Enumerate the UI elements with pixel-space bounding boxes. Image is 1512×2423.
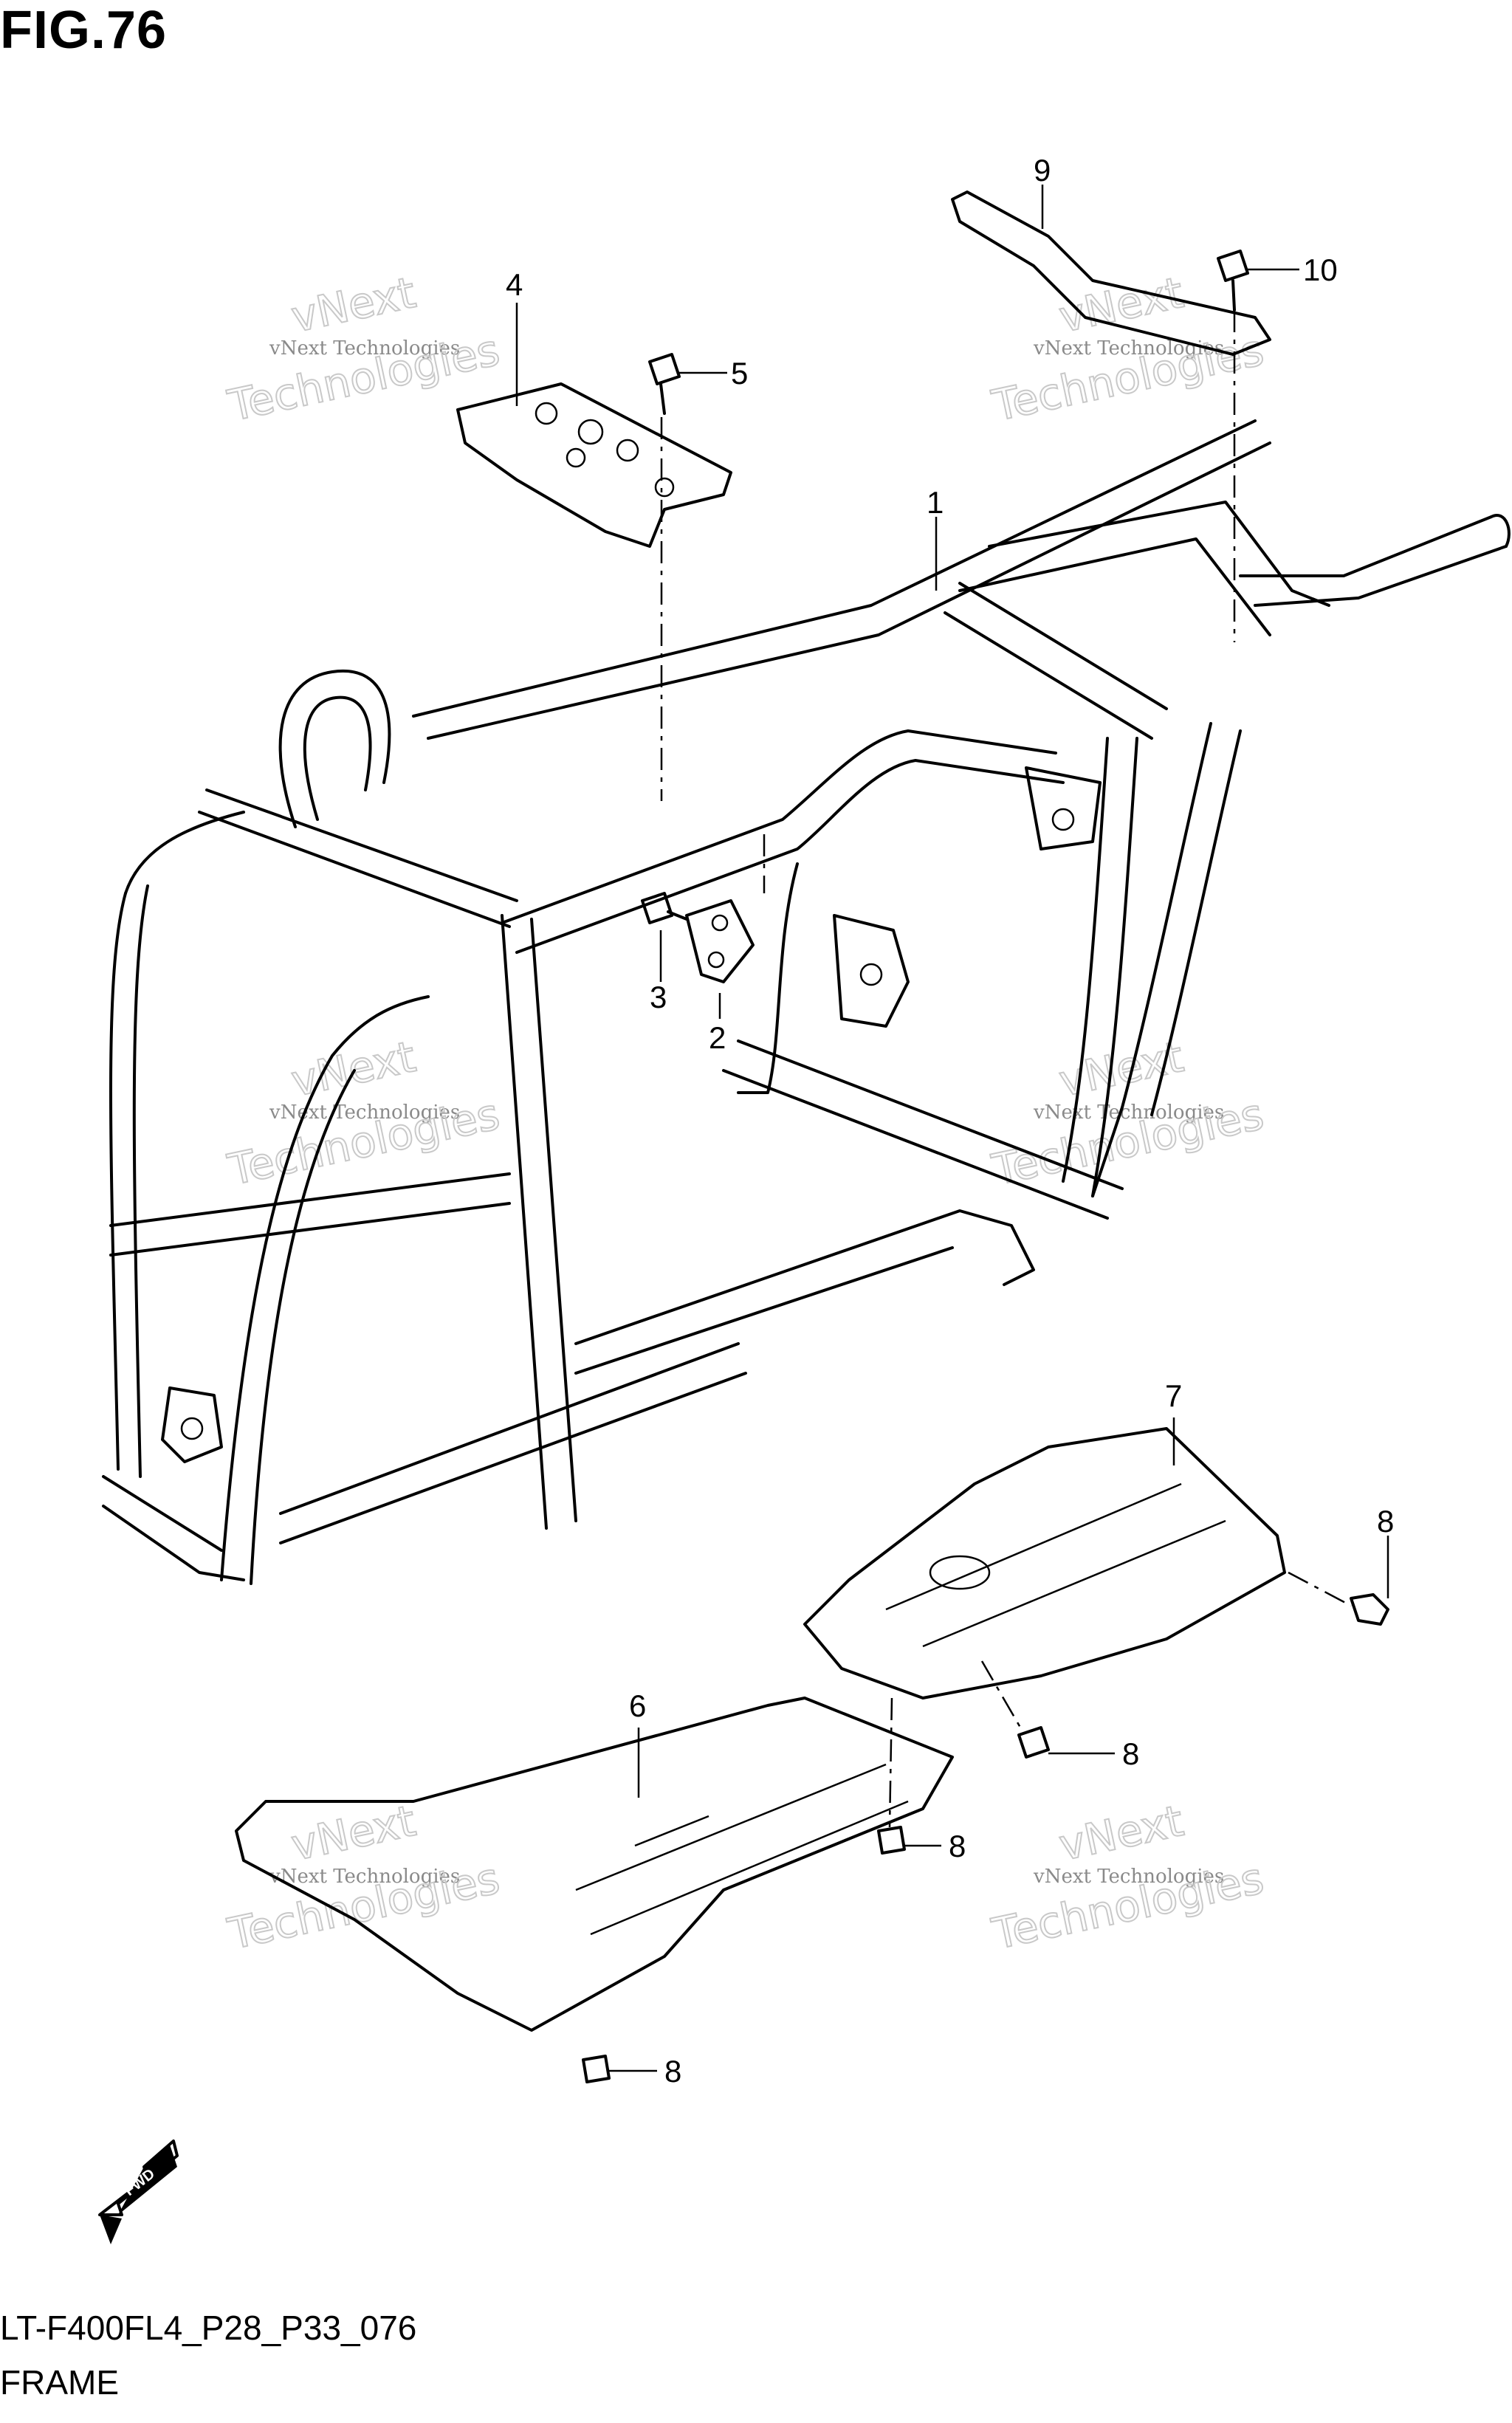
svg-text:vNext: vNext bbox=[287, 1031, 420, 1107]
svg-text:vNext: vNext bbox=[1055, 1031, 1188, 1107]
callout-8-d: 8 bbox=[664, 2054, 681, 2089]
callout-7: 7 bbox=[1165, 1378, 1182, 1413]
callout-8-b: 8 bbox=[1122, 1736, 1139, 1771]
watermark-top-right: vNext Technologies Technologies vNext bbox=[987, 267, 1269, 432]
watermark-top-left: vNext Technologies Technologies vNext bbox=[223, 267, 505, 432]
part-bolt-10 bbox=[1217, 250, 1249, 312]
svg-text:vNext: vNext bbox=[287, 1795, 420, 1871]
watermark-bottom-left: vNext Technologies Technologies vNext bbox=[223, 1795, 505, 1960]
svg-text:vNext Technologies: vNext Technologies bbox=[269, 1866, 460, 1888]
callout-6: 6 bbox=[629, 1688, 646, 1723]
diagram-code: LT-F400FL4_P28_P33_076 bbox=[0, 2309, 417, 2347]
svg-text:vNext: vNext bbox=[287, 267, 420, 343]
diagram-caption: FRAME bbox=[0, 2363, 119, 2402]
callouts: 1 2 3 4 5 6 7 8 8 8 8 9 10 bbox=[506, 153, 1394, 2089]
part-front-skid-plate bbox=[803, 1427, 1286, 1699]
watermark-mid-left: vNext Technologies Technologies vNext bbox=[223, 1031, 505, 1196]
callout-5: 5 bbox=[731, 356, 748, 391]
watermark-mid-right: vNext Technologies Technologies vNext bbox=[987, 1031, 1269, 1196]
watermark-bottom-right: vNext Technologies Technologies vNext bbox=[987, 1795, 1269, 1960]
svg-text:vNext Technologies: vNext Technologies bbox=[1033, 337, 1224, 360]
part-bracket-9 bbox=[951, 190, 1271, 356]
figure-title: FIG.76 bbox=[0, 1, 168, 60]
svg-text:vNext Technologies: vNext Technologies bbox=[269, 337, 460, 360]
callout-4: 4 bbox=[506, 267, 523, 302]
callout-9: 9 bbox=[1034, 153, 1051, 188]
part-rear-skid-plate bbox=[235, 1697, 954, 2032]
leader-lines bbox=[515, 185, 1389, 2072]
callout-10: 10 bbox=[1303, 252, 1338, 287]
part-bolt-3 bbox=[641, 892, 688, 924]
assembly-lines bbox=[660, 310, 1352, 1828]
callout-8-c: 8 bbox=[949, 1829, 966, 1863]
callout-8-a: 8 bbox=[1377, 1504, 1394, 1539]
part-frame bbox=[102, 419, 1511, 1585]
svg-text:vNext Technologies: vNext Technologies bbox=[1033, 1866, 1224, 1888]
callout-3: 3 bbox=[650, 980, 667, 1014]
svg-text:vNext Technologies: vNext Technologies bbox=[1033, 1101, 1224, 1124]
fwd-arrow-icon: FWD bbox=[98, 2140, 179, 2244]
svg-text:vNext: vNext bbox=[1055, 267, 1188, 343]
svg-text:vNext: vNext bbox=[1055, 1795, 1188, 1871]
part-bolt-5 bbox=[648, 353, 681, 415]
part-plate-2 bbox=[685, 899, 755, 983]
part-bolts-8 bbox=[582, 1593, 1389, 2083]
callout-2: 2 bbox=[709, 1020, 726, 1055]
callout-1: 1 bbox=[927, 485, 944, 520]
part-carrier-plate bbox=[456, 382, 732, 548]
